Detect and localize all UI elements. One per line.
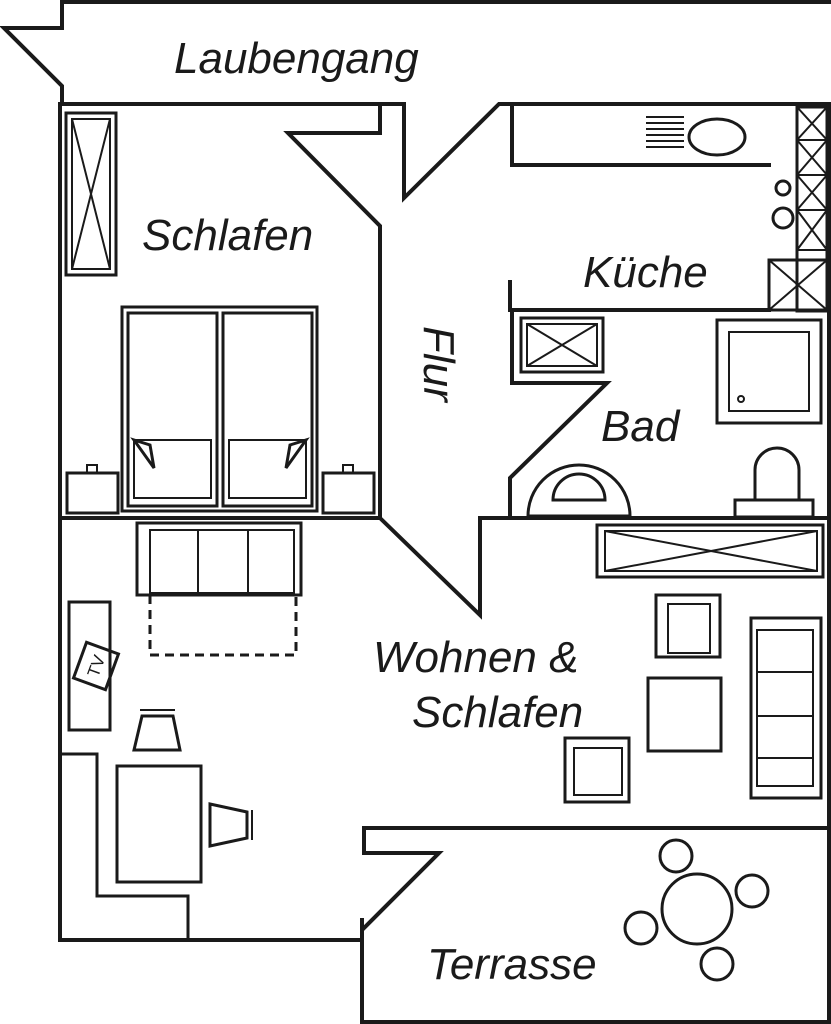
label-wohnen-line1: Wohnen & bbox=[373, 633, 578, 682]
sideboard bbox=[595, 523, 825, 579]
nightstand-right bbox=[321, 464, 376, 515]
label-laubengang: Laubengang bbox=[174, 34, 419, 83]
tv-cabinet bbox=[67, 600, 112, 732]
room-labels: Laubengang Schlafen Flur Küche Bad Wohne… bbox=[142, 34, 708, 989]
label-flur: Flur bbox=[414, 326, 463, 404]
sofa-bed bbox=[135, 521, 303, 657]
armchair-bottom bbox=[563, 736, 631, 804]
coffee-table bbox=[646, 676, 723, 753]
tv-label: TV bbox=[84, 652, 110, 680]
shower bbox=[715, 318, 823, 425]
label-wohnen-line2: Schlafen bbox=[412, 688, 583, 737]
built-in-bench bbox=[60, 752, 190, 940]
interior-walls bbox=[58, 102, 831, 931]
label-schlafen: Schlafen bbox=[142, 211, 313, 260]
label-bad: Bad bbox=[601, 402, 681, 451]
terrace-table bbox=[623, 838, 770, 982]
bath-cabinet bbox=[519, 316, 605, 374]
sofa bbox=[749, 616, 823, 800]
chair-top bbox=[132, 709, 182, 752]
label-terrasse: Terrasse bbox=[427, 940, 597, 989]
sink bbox=[526, 463, 632, 518]
label-kueche: Küche bbox=[583, 248, 708, 297]
kitchen-lower-cabinet bbox=[767, 258, 829, 312]
nightstand-left bbox=[65, 464, 120, 515]
wardrobe bbox=[64, 111, 118, 277]
chair-right bbox=[208, 802, 253, 848]
kitchen-counter bbox=[795, 105, 829, 313]
dining-table bbox=[115, 764, 203, 884]
kitchen-sink bbox=[646, 116, 747, 157]
double-bed bbox=[120, 305, 319, 513]
armchair-top bbox=[654, 593, 722, 659]
tv-icon: TV bbox=[71, 640, 121, 692]
stove-burners bbox=[771, 179, 795, 230]
toilet bbox=[733, 446, 815, 519]
